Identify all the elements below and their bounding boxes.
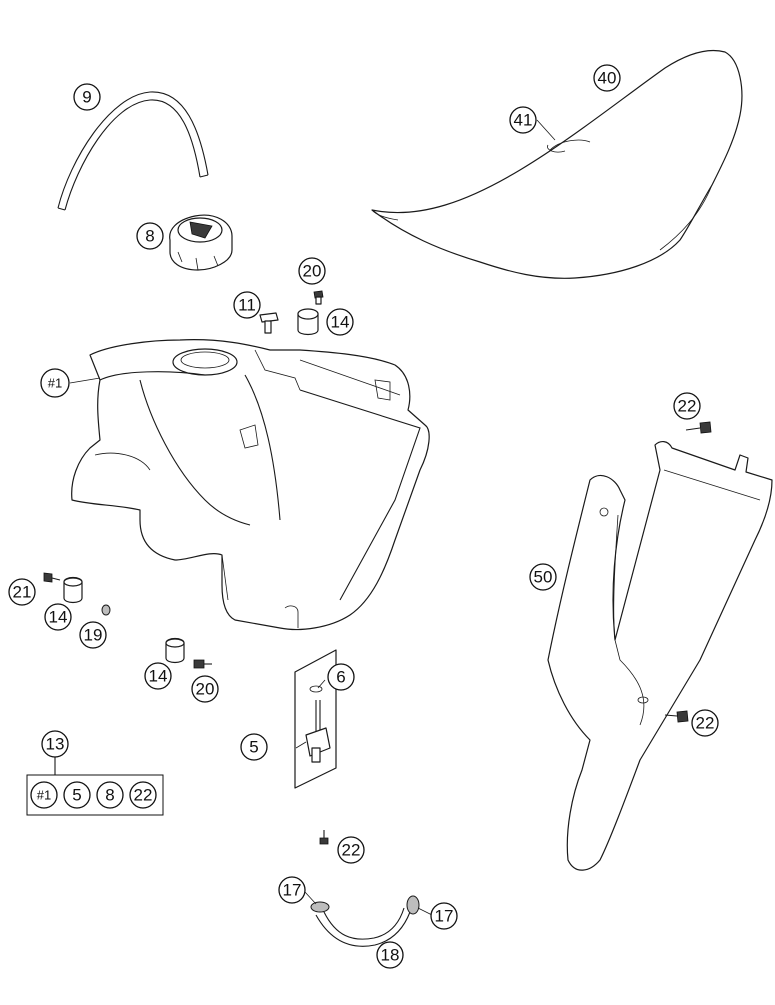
bushing-14-lower	[165, 637, 185, 664]
callout-50: 50	[529, 563, 557, 591]
svg-text:22: 22	[678, 397, 697, 416]
svg-text:9: 9	[82, 88, 91, 107]
svg-text:#1: #1	[48, 376, 62, 391]
svg-text:20: 20	[303, 262, 322, 281]
svg-text:20: 20	[196, 680, 215, 699]
hose-clamp-left	[310, 901, 330, 913]
callout-17-left: 17	[278, 876, 306, 904]
screw-22-upper	[685, 421, 712, 434]
callout-22-upper: 22	[673, 392, 701, 420]
fuel-hose	[315, 907, 411, 947]
svg-text:#1: #1	[37, 788, 51, 803]
callout-8: 8	[136, 222, 164, 250]
svg-text:41: 41	[514, 111, 533, 130]
svg-text:50: 50	[534, 568, 553, 587]
svg-text:40: 40	[598, 69, 617, 88]
callout-21: 21	[8, 578, 36, 606]
callout-14-top: 14	[326, 308, 354, 336]
kit-item-1: #1	[30, 781, 58, 809]
callout-14-lower: 14	[144, 662, 172, 690]
screw-22-lower	[664, 710, 689, 723]
svg-text:6: 6	[336, 668, 345, 687]
callout-5: 5	[240, 733, 268, 761]
svg-text:18: 18	[381, 946, 400, 965]
callout-22-middle: 22	[337, 836, 365, 864]
kit-item-8: 8	[96, 781, 124, 809]
seat	[371, 49, 743, 279]
screw-22-middle	[319, 830, 329, 845]
svg-text:14: 14	[149, 667, 168, 686]
svg-text:8: 8	[145, 227, 154, 246]
svg-text:11: 11	[238, 296, 256, 315]
svg-text:5: 5	[72, 786, 81, 805]
callout-18: 18	[376, 941, 404, 969]
svg-text:8: 8	[105, 786, 114, 805]
svg-text:17: 17	[283, 881, 302, 900]
callout-40: 40	[593, 64, 621, 92]
svg-text:17: 17	[435, 907, 454, 926]
svg-text:22: 22	[342, 841, 361, 860]
bushing-14-left	[63, 576, 83, 604]
screw-20-lower	[193, 659, 212, 669]
breather-hose	[57, 91, 209, 211]
screw-21	[43, 572, 61, 583]
washer-19	[101, 604, 111, 616]
callout-13: 13	[41, 730, 69, 758]
svg-text:21: 21	[13, 583, 32, 602]
bushing-14-top	[297, 308, 319, 336]
callout-22-lower: 22	[691, 709, 719, 737]
callout-14-left: 14	[44, 603, 72, 631]
svg-text:14: 14	[331, 313, 350, 332]
kit-item-5: 5	[63, 781, 91, 809]
fuel-tank	[71, 339, 430, 631]
svg-text:22: 22	[696, 714, 715, 733]
svg-text:22: 22	[134, 786, 153, 805]
svg-text:13: 13	[46, 735, 65, 754]
callout-17-right: 17	[430, 902, 458, 930]
side-cover	[547, 441, 773, 871]
callout-20-top: 20	[298, 257, 326, 285]
callout-6: 6	[327, 663, 355, 691]
fuel-tap-panel	[294, 649, 337, 789]
screw-11	[259, 312, 279, 334]
leader-lines	[69, 119, 556, 916]
screw-20-top	[313, 290, 324, 305]
callout-41: 41	[509, 106, 537, 134]
callout-9: 9	[73, 83, 101, 111]
svg-text:5: 5	[249, 738, 258, 757]
svg-text:19: 19	[84, 626, 103, 645]
callout-20-lower: 20	[191, 675, 219, 703]
fuel-cap	[169, 214, 233, 271]
svg-text:14: 14	[49, 608, 68, 627]
callout-19: 19	[79, 621, 107, 649]
callout-1: #1	[40, 368, 70, 398]
callout-11: 11	[233, 291, 261, 319]
hose-clamp-right	[406, 895, 420, 915]
kit-item-22: 22	[129, 781, 157, 809]
